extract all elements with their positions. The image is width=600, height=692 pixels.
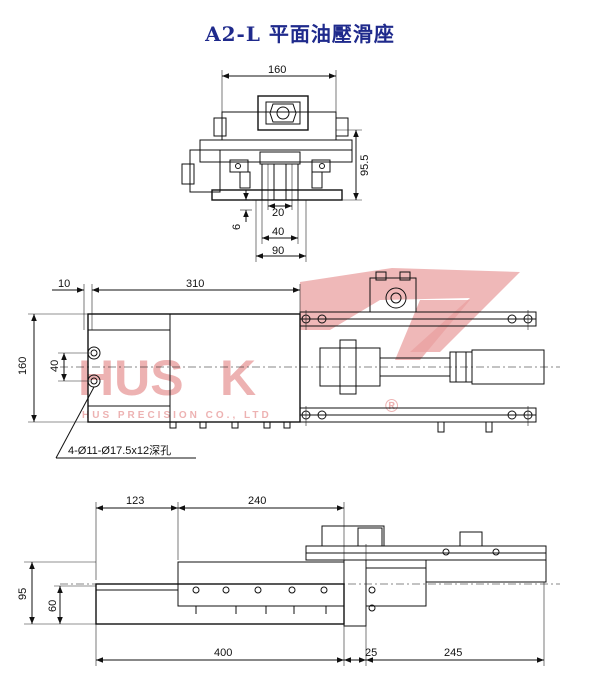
- top-dim-offset: 6: [231, 224, 243, 230]
- top-dim-inner: 40: [272, 226, 284, 238]
- watermark-registered: ®: [385, 396, 398, 416]
- front-dim-height: 95: [17, 588, 29, 600]
- front-dim-ext: 245: [444, 647, 462, 659]
- side-dim-hole-spacing: 40: [49, 360, 61, 372]
- front-bolts: [192, 586, 328, 614]
- top-dim-gap: 20: [272, 207, 284, 219]
- side-dim-height: 160: [17, 357, 29, 375]
- side-dim-length: 310: [186, 278, 204, 290]
- watermark: HUS K ® HUS PRECISION CO., LTD: [78, 268, 520, 421]
- hole-callout: 4-Ø11-Ø17.5x12深孔: [68, 444, 171, 457]
- top-view: 160 95.5 20: [181, 64, 371, 262]
- watermark-logo-wing: [395, 300, 470, 360]
- front-dim-table: 240: [248, 495, 266, 507]
- watermark-logo-shape: [300, 268, 520, 352]
- front-dim-total: 400: [214, 647, 232, 659]
- top-dim-width: 160: [268, 64, 286, 76]
- front-dim-offset: 123: [126, 495, 144, 507]
- front-view: 123 240 95 60: [17, 495, 560, 666]
- drawing-title: A2-L 平面油壓滑座: [205, 22, 395, 46]
- side-view: 10 310 160 40: [17, 271, 560, 459]
- front-dim-gap: 25: [365, 647, 377, 659]
- top-dim-height: 95.5: [359, 155, 371, 176]
- front-dim-center: 60: [47, 600, 59, 612]
- side-dim-left: 10: [58, 278, 70, 290]
- watermark-company: HUS PRECISION CO., LTD: [82, 410, 272, 421]
- top-dim-base: 90: [272, 245, 284, 257]
- watermark-brand-extra: K: [220, 350, 256, 406]
